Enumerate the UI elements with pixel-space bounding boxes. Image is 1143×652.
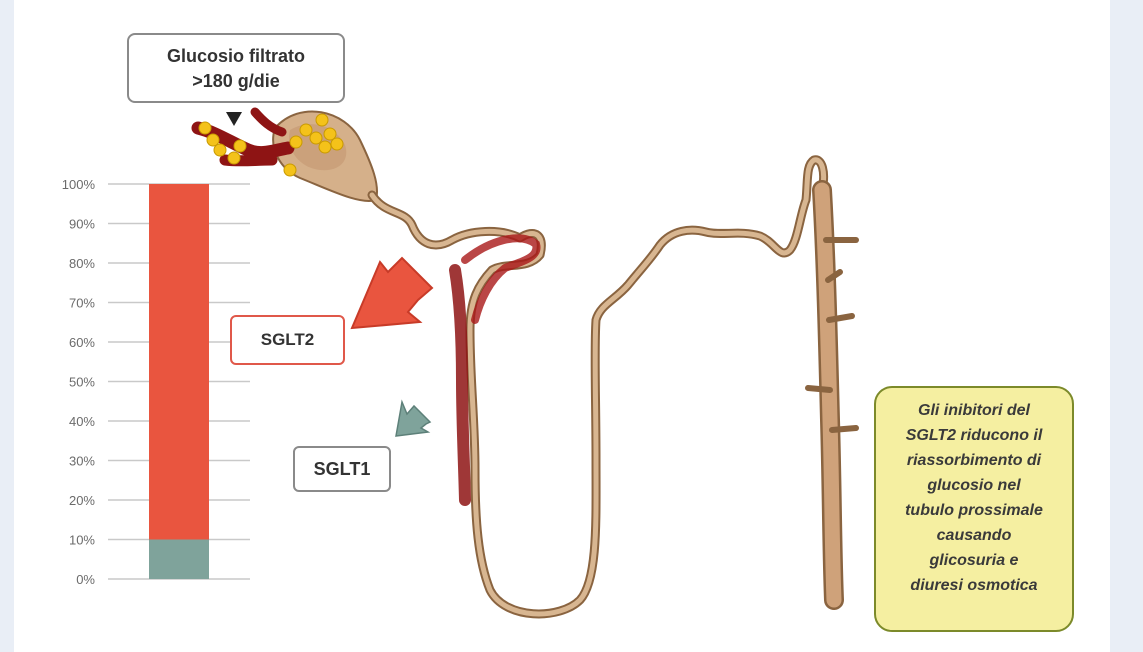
info-line: causando bbox=[876, 523, 1072, 548]
collecting-duct bbox=[808, 190, 856, 600]
info-line: glucosio nel bbox=[876, 473, 1072, 498]
info-line: glicosuria e bbox=[876, 548, 1072, 573]
y-tick-label: 10% bbox=[69, 533, 95, 548]
renal-tubule bbox=[372, 160, 824, 614]
y-tick-label: 30% bbox=[69, 454, 95, 469]
y-tick-label: 50% bbox=[69, 375, 95, 390]
info-line: tubulo prossimale bbox=[876, 498, 1072, 523]
glucose-dot bbox=[214, 144, 226, 156]
y-tick-label: 0% bbox=[76, 572, 95, 587]
y-tick-label: 100% bbox=[62, 177, 96, 192]
bar-segment-sglt1 bbox=[149, 540, 209, 580]
y-tick-label: 80% bbox=[69, 256, 95, 271]
info-line: SGLT2 riducono il bbox=[876, 423, 1072, 448]
glucose-dot bbox=[331, 138, 343, 150]
glucose-dot bbox=[284, 164, 296, 176]
glucose-dot bbox=[300, 124, 312, 136]
filtered-glucose-label: Glucosio filtrato >180 g/die bbox=[127, 33, 345, 103]
info-callout: Gli inibitori del SGLT2 riducono il rias… bbox=[874, 386, 1074, 632]
glucose-dot bbox=[199, 122, 211, 134]
filtered-glucose-amount: >180 g/die bbox=[129, 69, 343, 94]
glucose-dot bbox=[234, 140, 246, 152]
glucose-dot bbox=[316, 114, 328, 126]
info-line: Gli inibitori del bbox=[876, 398, 1072, 423]
pointer-icon bbox=[226, 112, 242, 126]
filtered-glucose-title: Glucosio filtrato bbox=[129, 44, 343, 69]
sglt1-label: SGLT1 bbox=[293, 446, 391, 492]
info-line: diuresi osmotica bbox=[876, 573, 1072, 598]
bar-segment-sglt2 bbox=[149, 184, 209, 540]
glucose-dot bbox=[228, 152, 240, 164]
y-tick-label: 20% bbox=[69, 493, 95, 508]
sglt2-arrow-icon bbox=[352, 258, 432, 328]
glucose-dot bbox=[319, 141, 331, 153]
glucose-dot bbox=[290, 136, 302, 148]
sglt2-label: SGLT2 bbox=[230, 315, 345, 365]
y-tick-label: 60% bbox=[69, 335, 95, 350]
y-tick-label: 40% bbox=[69, 414, 95, 429]
info-line: riassorbimento di bbox=[876, 448, 1072, 473]
sglt1-arrow-icon bbox=[396, 402, 430, 436]
reabsorption-chart: 0% 10% 20% 30% 40% 50% 60% 70% 80% 90% 100% bbox=[62, 177, 250, 587]
y-tick-label: 90% bbox=[69, 217, 95, 232]
y-tick-label: 70% bbox=[69, 296, 95, 311]
glucose-dot bbox=[310, 132, 322, 144]
